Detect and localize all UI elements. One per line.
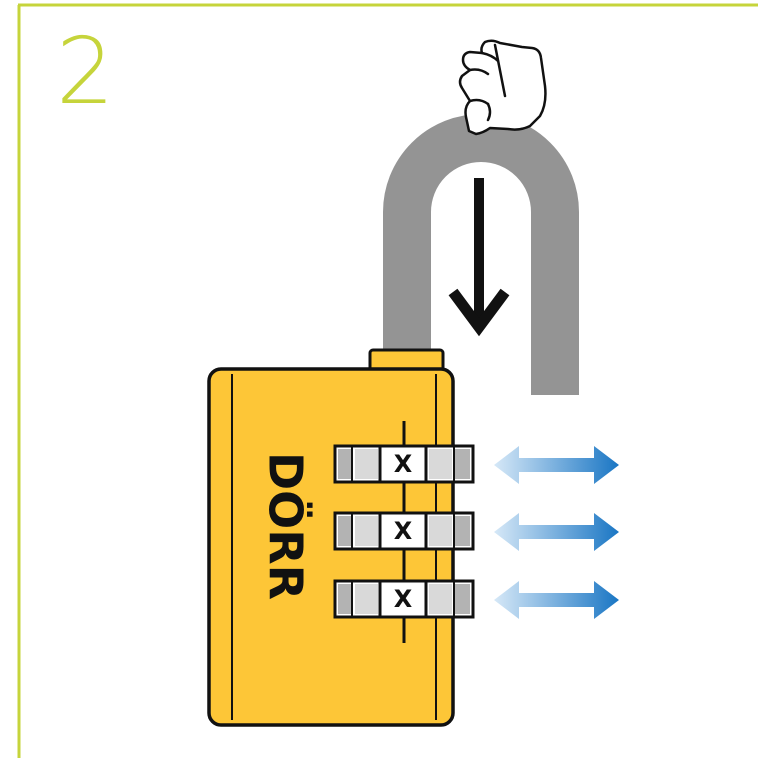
double-arrow-icon (494, 513, 619, 551)
dial-2-symbol: X (394, 517, 413, 545)
dial-1[interactable]: X (333, 444, 475, 484)
shackle (383, 114, 579, 395)
dial-3-symbol: X (394, 585, 413, 613)
down-arrow-icon (448, 178, 510, 337)
double-arrow-icon (494, 446, 619, 484)
frame-border (17, 3, 758, 758)
step-number: 2 (56, 18, 115, 125)
double-arrow-icon (494, 581, 619, 619)
pointing-hand-icon (458, 39, 547, 136)
dial-3[interactable]: X (333, 579, 475, 619)
dial-1-symbol: X (394, 450, 413, 478)
brand-logo: DÖRR (259, 452, 313, 600)
dial-2[interactable]: X (333, 511, 475, 551)
